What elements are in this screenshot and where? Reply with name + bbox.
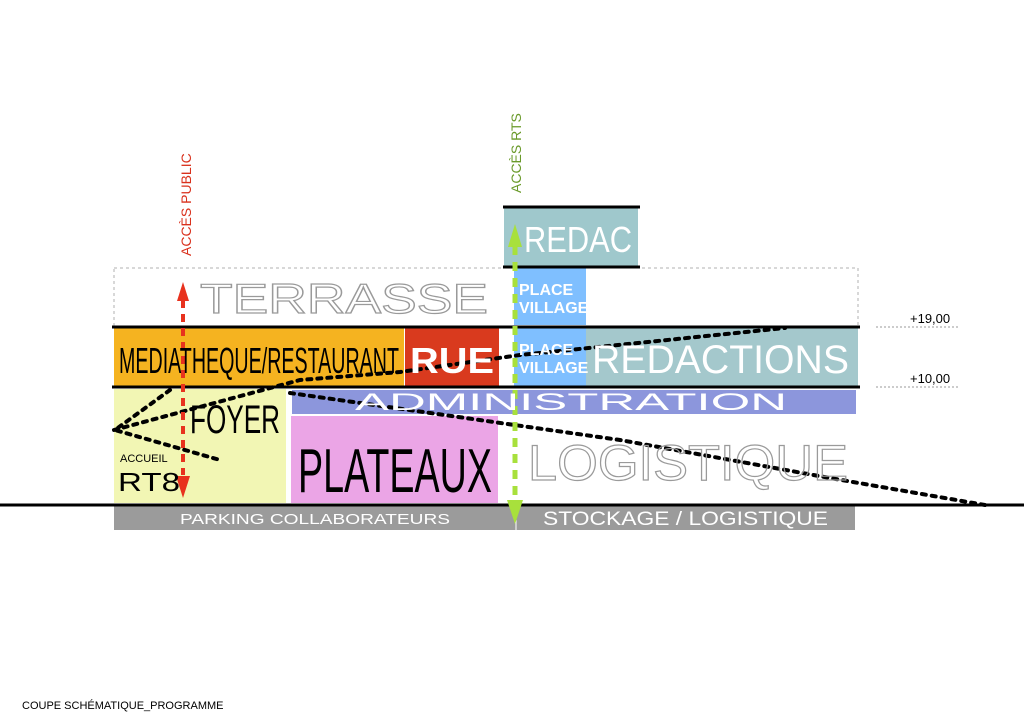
basement-block [114, 506, 855, 530]
redac-block [504, 207, 638, 266]
rt8-label: RT8 [118, 467, 180, 497]
public-access-arrow-up-icon [177, 282, 189, 301]
sight-line-foyer [110, 388, 222, 462]
place-village-top-block [514, 268, 586, 325]
place-village-mid-label-2: VILLAGE [519, 360, 589, 377]
place-village-top-label-1: PLACE [519, 282, 574, 299]
sight-line-upper [112, 326, 787, 432]
plateaux-block [291, 416, 498, 503]
plateaux-label: PLATEAUX [298, 437, 492, 506]
level-19-label: +19,00 [910, 311, 950, 326]
level-10-label: +10,00 [910, 371, 950, 386]
parking-label: PARKING COLLABORATEURS [180, 511, 450, 528]
diagram-caption: COUPE SCHÉMATIQUE_PROGRAMME [22, 699, 224, 712]
rue-block [405, 328, 499, 386]
place-village-top-label-2: VILLAGE [519, 300, 589, 317]
rts-access-arrow-up-icon [508, 224, 522, 247]
terrasse-label: TERRASSE [200, 275, 488, 322]
redactions-block [586, 328, 858, 386]
place-village-mid-block [514, 328, 586, 386]
mediatheque-label: MEDIATHEQUE/RESTAURANT [119, 340, 399, 381]
rue-label: RUE [410, 340, 494, 381]
public-access-label: ACCÈS PUBLIC [178, 153, 194, 256]
redactions-label: REDACTIONS [592, 338, 849, 382]
foyer-label: FOYER [190, 398, 280, 442]
rts-access-label: ACCÈS RTS [508, 113, 524, 193]
administration-label: ADMINISTRATION [355, 389, 787, 416]
rts-access-arrow-down-icon [507, 500, 523, 524]
logistique-label: LOGISTIQUE [528, 435, 848, 491]
place-village-mid-label-1: PLACE [519, 342, 574, 359]
administration-block [292, 390, 856, 414]
public-access-arrow-down-icon [176, 476, 190, 498]
accueil-label: ACCUEIL [120, 453, 168, 465]
redac-label: REDAC [524, 219, 632, 260]
sight-line-lower [288, 391, 987, 507]
stockage-label: STOCKAGE / LOGISTIQUE [543, 509, 828, 530]
terrasse-outline [113, 267, 859, 328]
